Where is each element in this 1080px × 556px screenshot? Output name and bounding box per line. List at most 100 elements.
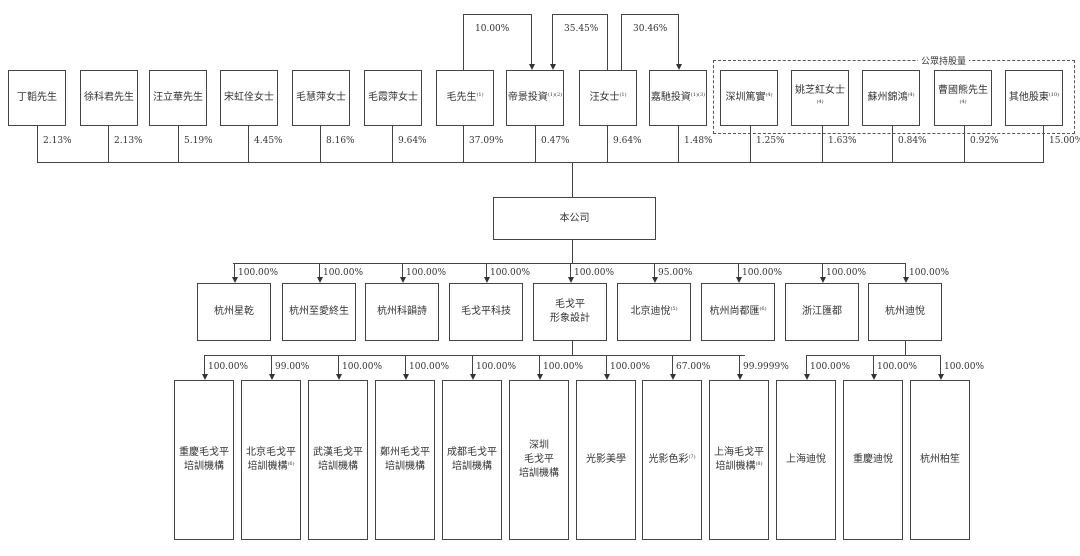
- shareholder-box: 毛先生(1): [436, 70, 494, 126]
- connector-line: [621, 14, 622, 70]
- percentage-label: 0.84%: [898, 136, 927, 146]
- entity-name: 汪女士(1): [589, 92, 627, 103]
- connector-line: [621, 14, 679, 15]
- percentage-label: 5.19%: [184, 136, 213, 146]
- percentage-label: 95.00%: [658, 268, 693, 278]
- connector-line: [535, 126, 536, 163]
- subsidiary-box: 毛戈平科技: [449, 283, 523, 341]
- arrow-icon: [469, 374, 476, 380]
- entity-name: 毛霞萍女士: [368, 92, 418, 103]
- diyue-subsidiary-box: 杭州柏笙: [910, 380, 970, 540]
- percentage-label: 1.25%: [756, 136, 785, 146]
- training-subsidiary-box: 光影色彩(7): [642, 380, 702, 540]
- subsidiary-box: 杭州尚都匯(6): [701, 283, 775, 341]
- connector-line: [233, 263, 906, 264]
- training-subsidiary-box: 成都毛戈平培訓機構: [442, 380, 502, 540]
- connector-line: [552, 14, 553, 64]
- arrow-icon: [803, 374, 810, 380]
- entity-name: 杭州迪悅: [885, 306, 925, 317]
- company-box: 本公司: [493, 197, 656, 240]
- entity-name: 宋虹佺女士: [224, 92, 274, 103]
- percentage-label: 10.00%: [475, 24, 510, 34]
- arrow-icon: [316, 277, 323, 283]
- shareholder-box: 毛慧萍女士: [292, 70, 350, 126]
- connector-line: [738, 263, 739, 277]
- percentage-label: 2.13%: [43, 136, 72, 146]
- connector-line: [678, 14, 679, 64]
- connector-line: [572, 162, 573, 197]
- arrow-icon: [603, 374, 610, 380]
- entity-name: 重慶毛戈平培訓機構: [179, 447, 229, 472]
- diyue-subsidiary-box: 重慶迪悅: [843, 380, 903, 540]
- training-subsidiary-box: 北京毛戈平培訓機構(6): [241, 380, 301, 540]
- connector-line: [402, 263, 403, 277]
- entity-name: 光影色彩(7): [648, 454, 696, 465]
- connector-line: [463, 14, 532, 15]
- connector-line: [806, 355, 807, 374]
- footnote-ref: (6): [759, 306, 767, 312]
- percentage-label: 100.00%: [543, 362, 584, 372]
- arrow-icon: [399, 277, 406, 283]
- training-subsidiary-box: 重慶毛戈平培訓機構: [174, 380, 234, 540]
- subsidiary-box: 北京迪悅(5): [617, 283, 691, 341]
- percentage-label: 2.13%: [114, 136, 143, 146]
- shareholder-box: 嘉馳投資(1)(3): [649, 70, 707, 126]
- percentage-label: 0.47%: [541, 136, 570, 146]
- connector-line: [552, 14, 608, 15]
- training-subsidiary-box: 鄭州毛戈平培訓機構: [375, 380, 435, 540]
- connector-line: [178, 126, 179, 163]
- percentage-label: 100.00%: [826, 268, 867, 278]
- footnote-ref: (1): [476, 92, 484, 98]
- percentage-label: 100.00%: [238, 268, 279, 278]
- subsidiary-box: 杭州星乾: [197, 283, 271, 341]
- connector-line: [204, 355, 745, 356]
- connector-line: [964, 126, 965, 163]
- entity-name: 杭州至愛終生: [289, 306, 349, 317]
- footnote-ref: (8): [755, 461, 763, 467]
- percentage-label: 67.00%: [676, 362, 711, 372]
- percentage-label: 100.00%: [810, 362, 851, 372]
- percentage-label: 100.00%: [208, 362, 249, 372]
- connector-line: [320, 126, 321, 163]
- connector-line: [606, 355, 607, 374]
- connector-line: [572, 341, 573, 355]
- percentage-label: 8.16%: [326, 136, 355, 146]
- percentage-label: 100.00%: [877, 362, 918, 372]
- connector-line: [338, 355, 339, 374]
- connector-line: [463, 126, 464, 163]
- training-subsidiary-box: 光影美學: [576, 380, 636, 540]
- connector-line: [570, 263, 571, 277]
- connector-line: [672, 355, 673, 374]
- percentage-label: 100.00%: [610, 362, 651, 372]
- footnote-ref: (7): [688, 454, 696, 460]
- connector-line: [873, 355, 874, 374]
- subsidiary-box: 杭州至愛終生: [282, 283, 356, 341]
- percentage-label: 100.00%: [342, 362, 383, 372]
- entity-name: 曹國熊先生(4): [938, 85, 988, 105]
- percentage-label: 1.63%: [828, 136, 857, 146]
- connector-line: [319, 263, 320, 277]
- entity-name: 成都毛戈平培訓機構: [447, 447, 497, 472]
- shareholder-box: 其他股東(10): [1005, 70, 1063, 126]
- arrow-icon: [669, 374, 676, 380]
- footnote-ref: (1)(3): [690, 92, 706, 98]
- connector-line: [204, 355, 205, 374]
- connector-line: [405, 355, 406, 374]
- entity-name: 毛戈平形象設計: [550, 299, 590, 324]
- entity-name: 杭州尚都匯(6): [709, 306, 767, 317]
- entity-name: 毛先生(1): [446, 92, 484, 103]
- diyue-subsidiary-box: 上海迪悅: [776, 380, 836, 540]
- entity-name: 丁韜先生: [17, 92, 57, 103]
- entity-name: 北京迪悅(5): [630, 306, 678, 317]
- connector-line: [822, 126, 823, 163]
- entity-name: 上海迪悅: [786, 454, 826, 465]
- percentage-label: 15.00%: [1049, 136, 1080, 146]
- subsidiary-box: 杭州迪悅: [868, 283, 942, 341]
- percentage-label: 100.00%: [476, 362, 517, 372]
- arrow-icon: [549, 64, 556, 70]
- training-subsidiary-box: 武漢毛戈平培訓機構: [308, 380, 368, 540]
- connector-line: [607, 126, 608, 163]
- connector-line: [486, 263, 487, 277]
- footnote-ref: (4): [907, 92, 915, 98]
- connector-line: [248, 126, 249, 163]
